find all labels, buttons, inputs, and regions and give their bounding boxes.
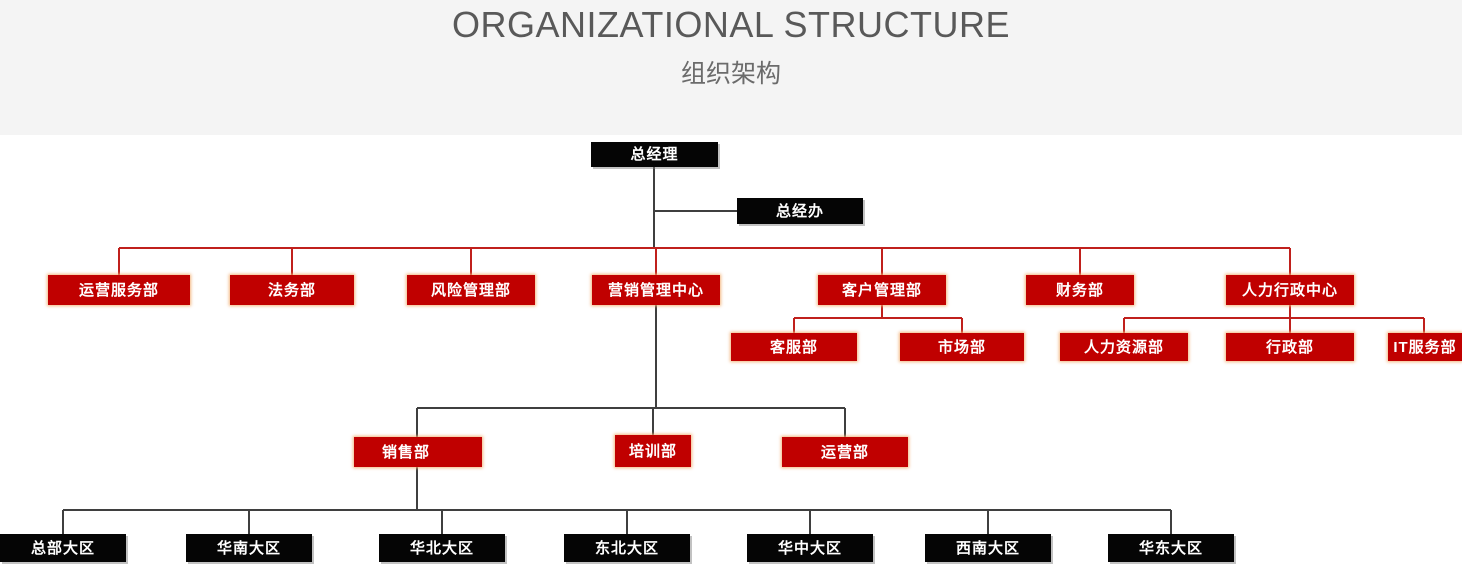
org-node-label: 财务部 [1055,281,1104,299]
org-node-label: 运营部 [820,443,869,461]
org-node-label: 人力行政中心 [1241,281,1338,299]
org-node-label: 华南大区 [216,539,281,557]
page-title-en: ORGANIZATIONAL STRUCTURE [451,4,1011,45]
org-node-east_reg[interactable]: 华东大区 [1108,534,1234,562]
org-node-admin[interactable]: 行政部 [1226,333,1354,361]
org-node-label: 华东大区 [1138,539,1203,557]
org-node-label: 人力资源部 [1083,338,1164,356]
org-node-gm[interactable]: 总经理 [591,142,718,167]
page-title-cn: 组织架构 [680,60,781,88]
org-node-hr[interactable]: 人力资源部 [1060,333,1188,361]
org-node-legal[interactable]: 法务部 [230,275,354,305]
org-node-label: 营销管理中心 [607,281,704,299]
org-node-label: 华中大区 [777,539,842,557]
org-node-ne_reg[interactable]: 东北大区 [564,534,690,562]
org-node-risk[interactable]: 风险管理部 [407,275,535,305]
org-node-hq_reg[interactable]: 总部大区 [0,534,126,562]
org-node-sw_reg[interactable]: 西南大区 [925,534,1051,562]
org-node-market[interactable]: 市场部 [900,333,1024,361]
org-node-label: 培训部 [628,442,677,460]
org-node-label: 市场部 [937,338,986,356]
org-node-label: 销售部 [382,443,431,461]
org-node-label: 总经理 [630,146,679,163]
org-node-label: 法务部 [267,281,316,299]
org-node-sales[interactable]: 销售部 [354,437,482,467]
org-node-label: 运营服务部 [78,281,159,299]
org-node-label: 华北大区 [409,539,474,557]
org-node-training[interactable]: 培训部 [615,435,691,467]
org-node-label: 东北大区 [594,539,659,557]
org-node-label: 客户管理部 [841,281,922,299]
org-node-finance[interactable]: 财务部 [1026,275,1134,305]
org-node-cent_reg[interactable]: 华中大区 [747,534,873,562]
org-node-label: 客服部 [769,338,818,356]
org-node-label: 总经办 [775,202,824,220]
org-node-operation[interactable]: 运营部 [782,437,908,467]
org-node-label: 总部大区 [30,539,95,557]
org-node-label: 行政部 [1265,338,1314,356]
org-node-cust_svc[interactable]: 客服部 [731,333,857,361]
org-node-label: 西南大区 [955,539,1020,557]
org-node-cust_mgmt[interactable]: 客户管理部 [818,275,946,305]
org-node-mkt_ctr[interactable]: 营销管理中心 [592,275,720,305]
org-node-hr_admin[interactable]: 人力行政中心 [1226,275,1354,305]
chart-header: ORGANIZATIONAL STRUCTURE 组织架构 [0,0,1462,135]
org-node-ops_svc[interactable]: 运营服务部 [48,275,190,305]
org-node-north_reg[interactable]: 华北大区 [379,534,505,562]
org-node-label: IT服务部 [1393,338,1457,356]
org-node-label: 风险管理部 [430,281,511,299]
org-node-gm_office[interactable]: 总经办 [737,198,863,224]
org-node-it_svc[interactable]: IT服务部 [1388,333,1462,361]
org-node-south_reg[interactable]: 华南大区 [186,534,312,562]
